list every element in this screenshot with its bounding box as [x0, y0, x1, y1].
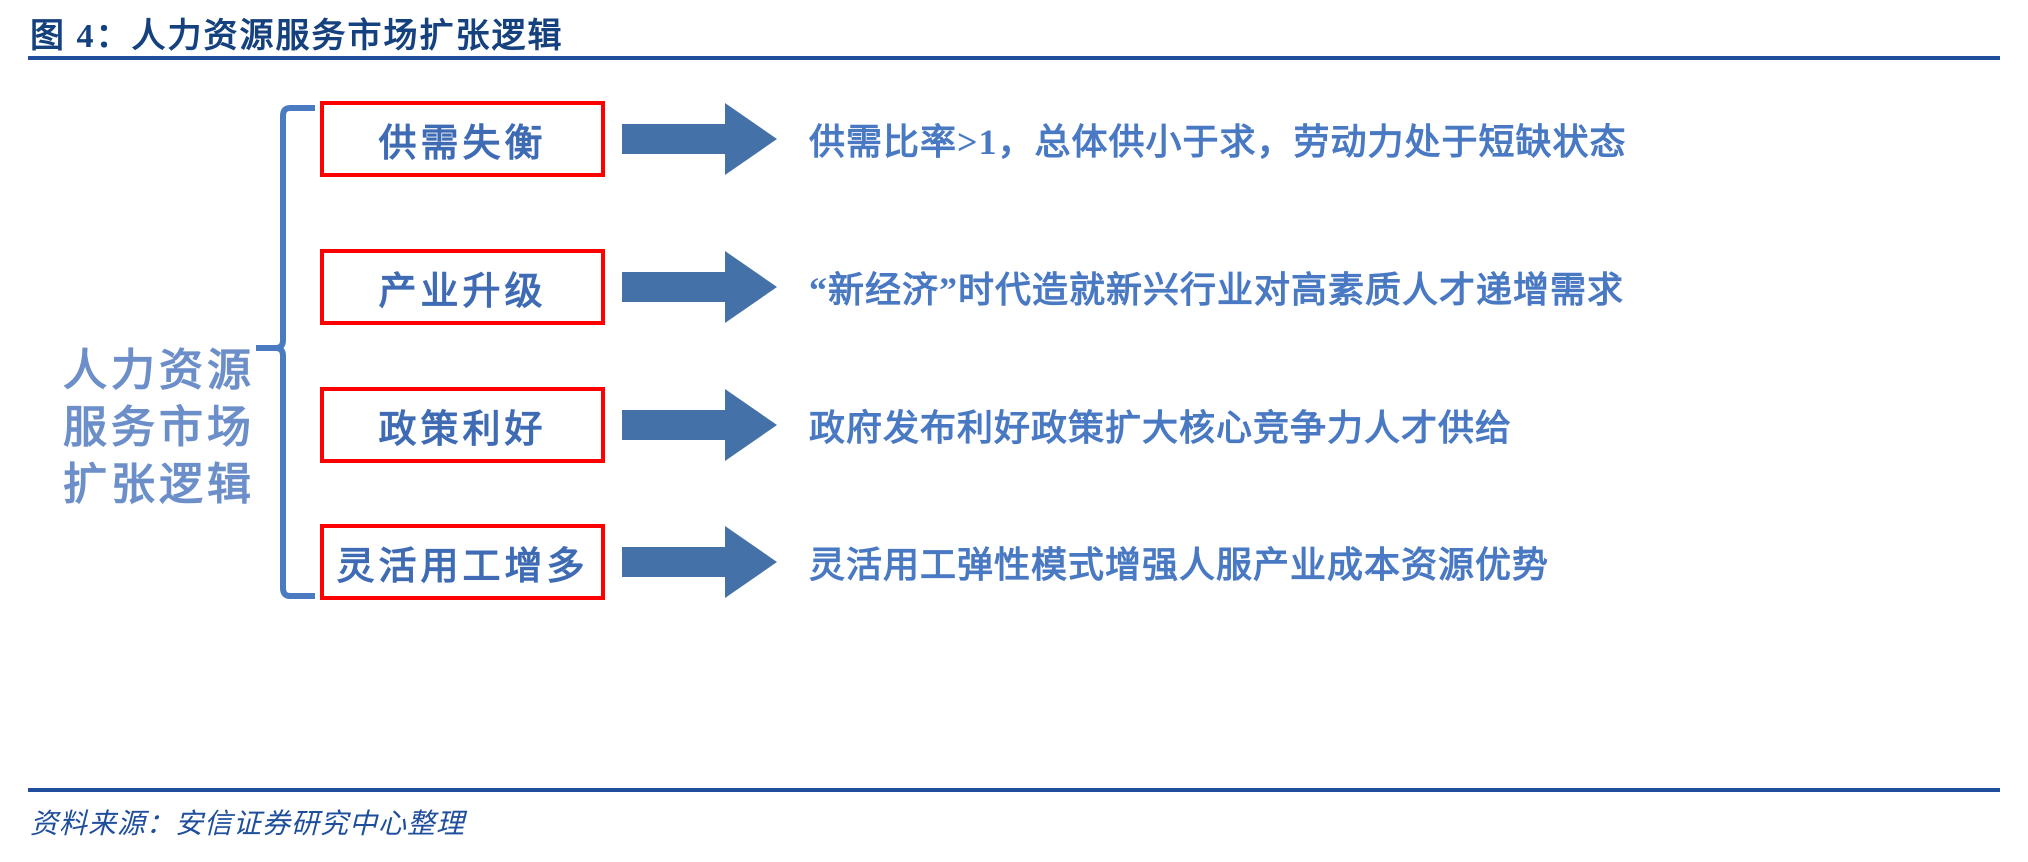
source-divider — [28, 788, 2000, 792]
driver-box-supply-demand[interactable]: 供需失衡 — [320, 101, 605, 177]
right-block-arrow-icon — [605, 524, 795, 600]
driver-description: “新经济”时代造就新兴行业对高素质人才递增需求 — [809, 270, 1625, 310]
group-label-line-2: 服务市场 — [63, 403, 255, 453]
driver-description: 政府发布利好政策扩大核心竞争力人才供给 — [809, 408, 1513, 448]
group-label-line-1: 人力资源 — [63, 346, 255, 395]
diagram-canvas: 人力资源 服务市场 扩张逻辑 供需失衡 供需比率>1，总体供小于求，劳动力处于短… — [0, 62, 2028, 782]
flow-row: 产业升级 “新经济”时代造就新兴行业对高素质人才递增需求 — [320, 242, 2020, 332]
driver-box-label: 供需失衡 — [378, 122, 547, 165]
flow-row: 供需失衡 供需比率>1，总体供小于求，劳动力处于短缺状态 — [320, 94, 2020, 184]
flow-row: 政策利好 政府发布利好政策扩大核心竞争力人才供给 — [320, 380, 2020, 470]
driver-description: 灵活用工弹性模式增强人服产业成本资源优势 — [809, 545, 1550, 585]
right-block-arrow-icon — [605, 249, 795, 325]
driver-box-label: 政策利好 — [378, 408, 547, 451]
right-block-arrow-icon — [605, 101, 795, 177]
driver-box-policy-benefit[interactable]: 政策利好 — [320, 387, 605, 463]
title-divider — [28, 56, 2000, 60]
driver-box-label: 产业升级 — [378, 270, 547, 313]
driver-description: 供需比率>1，总体供小于求，劳动力处于短缺状态 — [809, 122, 1627, 162]
group-label-line-3: 扩张逻辑 — [63, 460, 255, 510]
driver-box-label: 灵活用工增多 — [336, 545, 589, 588]
driver-box-flexible-staffing[interactable]: 灵活用工增多 — [320, 524, 605, 600]
left-curly-brace-icon — [250, 102, 320, 602]
page-title: 图 4：人力资源服务市场扩张逻辑 — [30, 18, 564, 55]
flow-row: 灵活用工增多 灵活用工弹性模式增强人服产业成本资源优势 — [320, 517, 2020, 607]
driver-box-industry-upgrade[interactable]: 产业升级 — [320, 249, 605, 325]
source-note: 资料来源：安信证券研究中心整理 — [30, 809, 466, 840]
right-block-arrow-icon — [605, 387, 795, 463]
group-label: 人力资源 服务市场 扩张逻辑 — [34, 342, 284, 514]
